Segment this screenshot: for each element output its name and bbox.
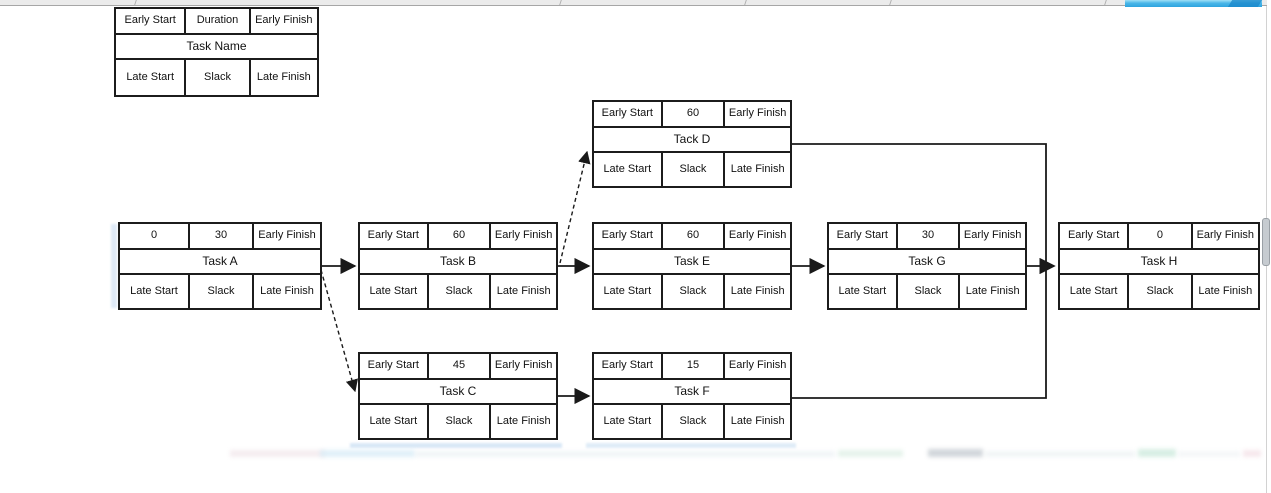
late-finish-cell: Late Finish	[496, 284, 551, 297]
task-name-cell: Tack D	[673, 132, 711, 147]
task-name-cell: Task A	[202, 254, 238, 269]
task-name-cell: Task H	[1140, 254, 1178, 269]
early-start-cell: Early Start	[1060, 224, 1130, 248]
early-start-cell: Early Start	[594, 102, 663, 126]
early-finish-cell: Early Finish	[963, 229, 1022, 242]
slack-cell: Slack	[663, 405, 726, 438]
duration-cell: 60	[429, 224, 492, 248]
task-node-e: Early Start 60 Early Finish Task E Late …	[592, 222, 792, 310]
task-node-f: Early Start 15 Early Finish Task F Late …	[592, 352, 792, 440]
late-start-cell: Late Start	[360, 405, 429, 438]
late-finish-cell: Late Finish	[730, 162, 785, 175]
slack-header: Slack	[186, 60, 251, 95]
duration-cell: 30	[190, 224, 254, 248]
task-name-cell: Task G	[908, 254, 946, 269]
late-finish-cell: Late Finish	[1198, 284, 1253, 297]
late-start-cell: Late Start	[829, 275, 898, 308]
late-finish-cell: Late Finish	[260, 284, 314, 297]
legend-node: Early Start Duration Early Finish Task N…	[114, 7, 319, 97]
task-name-cell: Task B	[439, 254, 476, 269]
early-finish-cell: Early Finish	[728, 359, 787, 372]
background-tab-strip	[0, 0, 1267, 6]
late-start-cell: Late Start	[1060, 275, 1130, 308]
slack-cell: Slack	[663, 275, 726, 308]
early-finish-header: Early Finish	[255, 14, 313, 27]
task-node-h: Early Start 0 Early Finish Task H Late S…	[1058, 222, 1260, 310]
early-finish-cell: Early Finish	[1196, 229, 1255, 242]
tab-separator	[559, 0, 562, 5]
task-name-cell: Task C	[439, 384, 477, 399]
accent-swoosh-shape	[1227, 0, 1263, 7]
task-node-d: Early Start 60 Early Finish Tack D Late …	[592, 100, 792, 188]
connector-b-to-d	[559, 150, 591, 264]
background-artifact	[111, 224, 117, 308]
background-artifact	[928, 449, 983, 457]
duration-header: Duration	[186, 9, 251, 33]
early-finish-cell: Early Finish	[258, 229, 316, 242]
task-node-c: Early Start 45 Early Finish Task C Late …	[358, 352, 558, 440]
early-start-cell: 0	[120, 224, 190, 248]
early-start-header: Early Start	[116, 9, 187, 33]
background-artifact	[1138, 449, 1176, 457]
late-finish-cell: Late Finish	[730, 284, 785, 297]
background-artifact	[230, 450, 325, 457]
early-start-cell: Early Start	[594, 224, 663, 248]
tab-separator	[744, 0, 747, 5]
slack-cell: Slack	[190, 275, 254, 308]
late-finish-header: Late Finish	[256, 70, 311, 83]
window-accent-fragment	[1125, 0, 1263, 7]
task-node-g: Early Start 30 Early Finish Task G Late …	[827, 222, 1027, 310]
background-artifact	[985, 451, 1135, 457]
task-name-cell: Task E	[673, 254, 710, 269]
slack-cell: Slack	[898, 275, 961, 308]
connector-a-to-c	[320, 269, 358, 393]
slack-cell: Slack	[429, 275, 492, 308]
background-artifact	[586, 443, 796, 448]
background-artifact	[838, 450, 903, 457]
early-start-cell: Early Start	[829, 224, 898, 248]
duration-cell: 30	[898, 224, 961, 248]
task-name-header: Task Name	[186, 39, 247, 54]
duration-cell: 60	[663, 224, 726, 248]
late-start-cell: Late Start	[120, 275, 190, 308]
duration-cell: 60	[663, 102, 726, 126]
late-finish-cell: Late Finish	[496, 414, 551, 427]
task-node-b: Early Start 60 Early Finish Task B Late …	[358, 222, 558, 310]
background-artifact	[1243, 450, 1261, 457]
duration-cell: 0	[1129, 224, 1193, 248]
background-artifact	[1178, 451, 1240, 457]
task-name-cell: Task F	[674, 384, 710, 399]
late-finish-cell: Late Finish	[730, 414, 785, 427]
tab-separator	[889, 0, 892, 5]
late-start-cell: Late Start	[594, 405, 663, 438]
late-start-cell: Late Start	[594, 153, 663, 186]
tab-separator	[1104, 0, 1107, 5]
early-start-cell: Early Start	[594, 354, 663, 378]
background-artifact	[350, 443, 562, 448]
duration-cell: 15	[663, 354, 726, 378]
background-artifact	[415, 451, 835, 457]
task-node-a: 0 30 Early Finish Task A Late Start Slac…	[118, 222, 322, 310]
slack-cell: Slack	[663, 153, 726, 186]
tab-separator	[134, 0, 137, 5]
slack-cell: Slack	[1129, 275, 1193, 308]
early-finish-cell: Early Finish	[728, 229, 787, 242]
late-start-cell: Late Start	[360, 275, 429, 308]
early-start-cell: Early Start	[360, 224, 429, 248]
scrollbar-thumb[interactable]	[1262, 218, 1270, 266]
late-start-cell: Late Start	[594, 275, 663, 308]
early-finish-cell: Early Finish	[494, 229, 553, 242]
background-artifact	[320, 450, 415, 457]
early-start-cell: Early Start	[360, 354, 429, 378]
early-finish-cell: Early Finish	[494, 359, 553, 372]
early-finish-cell: Early Finish	[728, 107, 787, 120]
duration-cell: 45	[429, 354, 492, 378]
slack-cell: Slack	[429, 405, 492, 438]
late-finish-cell: Late Finish	[965, 284, 1020, 297]
late-start-header: Late Start	[116, 60, 187, 95]
